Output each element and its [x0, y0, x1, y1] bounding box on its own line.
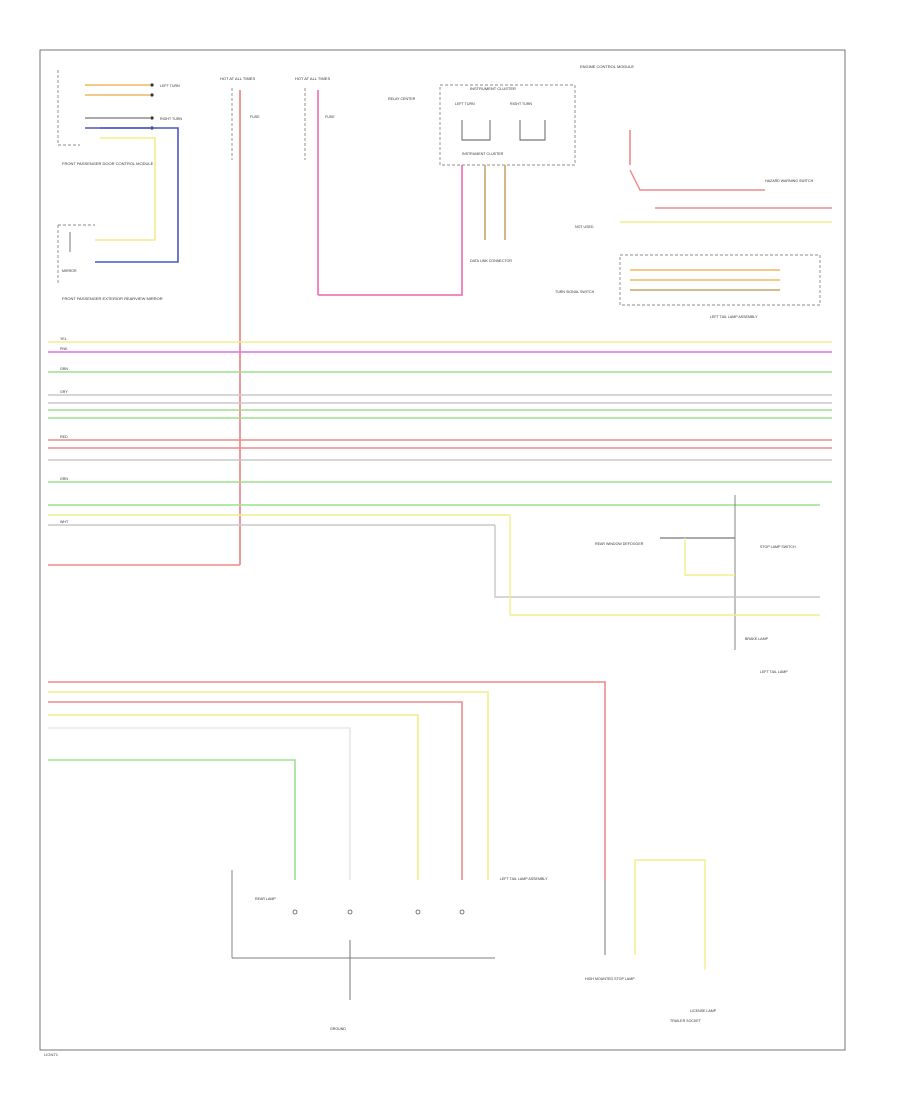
- trailer-socket-label: TRAILER SOCKET: [670, 1019, 702, 1023]
- svg-text:NOT USED: NOT USED: [575, 225, 594, 229]
- svg-text:MIRROR: MIRROR: [62, 269, 77, 273]
- stop-lamp-switch-group: REAR WINDOW DEFOGGER STOP LAMP SWITCH BR…: [494, 495, 820, 674]
- svg-text:RIGHT TURN: RIGHT TURN: [160, 117, 182, 121]
- power-supply-group: HOT AT ALL TIMES HOT AT ALL TIMES FUSE F…: [220, 76, 463, 565]
- wire-label-grn-2: GRN: [60, 477, 68, 481]
- diagram-frame: [39, 49, 846, 1051]
- relay-center-label: RELAY CENTER: [388, 97, 416, 101]
- brake-lamp-label: BRAKE LAMP: [745, 637, 769, 641]
- fuse-1-label: FUSE: [250, 115, 260, 119]
- rear-window-defogger-label: REAR WINDOW DEFOGGER: [595, 542, 644, 546]
- figure-id: LIGNT1: [44, 1052, 59, 1057]
- hot-at-all-times-1: HOT AT ALL TIMES: [220, 76, 255, 81]
- svg-text:LEFT TURN: LEFT TURN: [160, 84, 180, 88]
- instrument-cluster-sub-label: INSTRUMENT CLUSTER: [462, 152, 504, 156]
- wire-label-gry: GRY: [60, 390, 68, 394]
- right-turn-label: RIGHT TURN: [510, 102, 532, 106]
- front-passenger-door-group: LEFT TURN RIGHT TURN FRONT PASSENGER DOO…: [57, 70, 182, 301]
- stop-lamp-switch-label: STOP LAMP SWITCH: [760, 545, 796, 549]
- turn-signal-switch-label: TURN SIGNAL SWITCH: [555, 290, 595, 294]
- rear-lamp-group: LEFT TAIL LAMP ASSEMBLY REAR LAMP GROUND…: [231, 859, 717, 1031]
- wire-label-grn: GRN: [60, 367, 68, 371]
- left-tail-lamp-label: LEFT TAIL LAMP ASSEMBLY: [500, 877, 548, 881]
- wire-label-red: RED: [60, 435, 68, 439]
- bus-wires: YEL PNK GRN GRY RED GRN WHT: [48, 337, 832, 566]
- instrument-cluster-group: INSTRUMENT CLUSTER LEFT TURN RIGHT TURN …: [439, 84, 576, 263]
- left-tail-lamp-top-label: LEFT TAIL LAMP ASSEMBLY: [710, 315, 758, 319]
- engine-control-label: ENGINE CONTROL MODULE: [580, 64, 634, 69]
- instrument-cluster-label: INSTRUMENT CLUSTER: [470, 86, 516, 91]
- front-passenger-mirror-label: FRONT PASSENGER EXTERIOR REARVIEW MIRROR: [62, 296, 163, 301]
- wire-label-yel: YEL: [60, 337, 67, 341]
- engine-control-group: ENGINE CONTROL MODULE HAZARD WARNING SWI…: [555, 64, 832, 319]
- hot-at-all-times-2: HOT AT ALL TIMES: [295, 76, 330, 81]
- left-turn-label: LEFT TURN: [455, 102, 475, 106]
- wire-label-wht: WHT: [60, 520, 69, 524]
- front-passenger-door-label: FRONT PASSENGER DOOR CONTROL MODULE: [62, 161, 154, 166]
- left-turn-lamp-label: LEFT TAIL LAMP: [760, 670, 788, 674]
- rear-lamp-label: REAR LAMP: [255, 897, 276, 901]
- hazard-switch-label: HAZARD WARNING SWITCH: [765, 179, 814, 183]
- lower-wires: [48, 681, 606, 880]
- wire-label-pnk: PNK: [60, 347, 68, 351]
- high-mount-stop-lamp-label: HIGH MOUNTED STOP LAMP: [585, 977, 635, 981]
- ground-label: GROUND: [330, 1027, 346, 1031]
- fuse-2-label: FUSE: [325, 115, 335, 119]
- data-link-label: DATA LINK CONNECTOR: [470, 259, 512, 263]
- license-lamp-label: LICENSE LAMP: [690, 1009, 717, 1013]
